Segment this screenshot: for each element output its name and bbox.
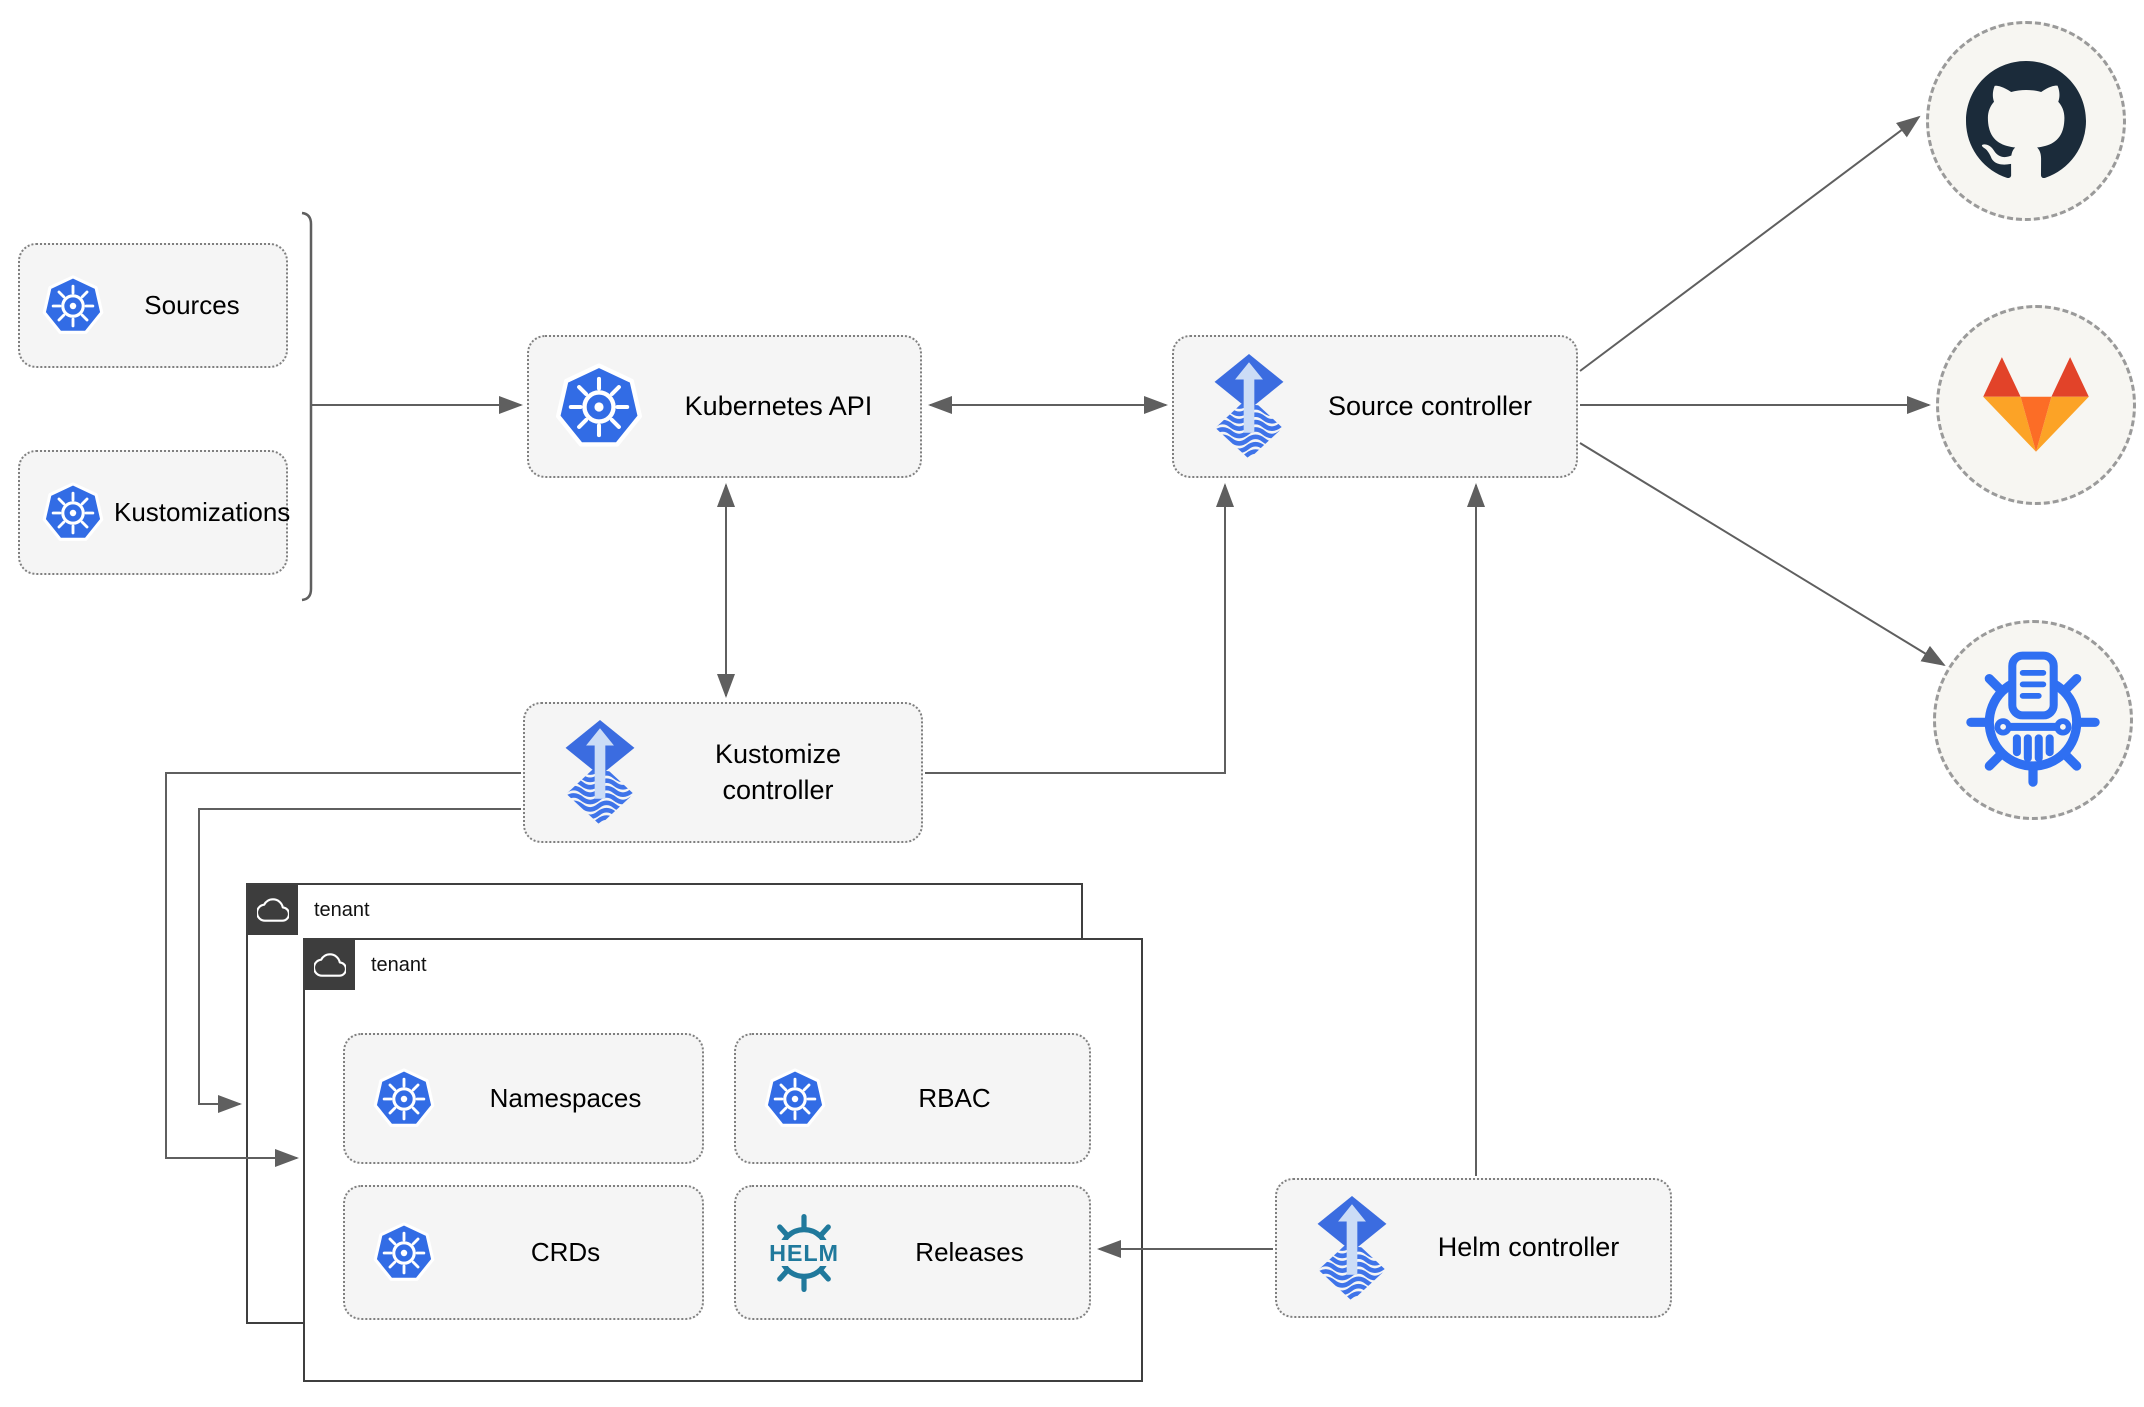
remote-chartmuseum — [1933, 620, 2133, 820]
helm-icon: HELM — [752, 1209, 856, 1297]
node-kubernetes-api: Kubernetes API — [527, 335, 922, 478]
remote-github — [1926, 21, 2126, 221]
node-label: Sources — [144, 289, 240, 320]
tenant-inner-label: tenant — [371, 953, 427, 976]
node-source-controller: Source controller — [1172, 335, 1578, 478]
node-sources: Sources — [18, 243, 288, 368]
node-kustomizations: Kustomizations — [18, 450, 290, 575]
node-label: Kubernetes API — [684, 390, 873, 421]
tenant-tab — [248, 885, 298, 935]
remote-gitlab — [1936, 305, 2136, 505]
node-crds: CRDs — [343, 1185, 704, 1320]
node-rbac: RBAC — [734, 1033, 1091, 1164]
node-label: CRDs — [530, 1236, 601, 1267]
edge-kustomizectrl-sourcectrl — [925, 483, 1234, 774]
kubernetes-icon — [373, 1222, 435, 1284]
cloud-icon — [314, 949, 346, 981]
tenant-tab — [305, 940, 355, 990]
gitlab-icon — [1981, 357, 2091, 454]
edge-sourcectrl-chartmuseum — [1579, 442, 1946, 667]
node-label: Kustomizations — [114, 496, 291, 527]
chartmuseum-icon — [1964, 651, 2102, 789]
node-label: RBAC — [918, 1082, 991, 1113]
github-icon — [1966, 61, 2086, 181]
kubernetes-icon — [42, 482, 104, 544]
cloud-icon — [257, 894, 289, 926]
node-label: Source controller — [1327, 390, 1533, 421]
node-namespaces: Namespaces — [343, 1033, 704, 1164]
flux-icon — [1208, 354, 1290, 459]
kubernetes-icon — [555, 363, 643, 451]
node-label: Namespaces — [489, 1082, 642, 1113]
node-label: Releases — [915, 1236, 1024, 1267]
tenant-outer-label: tenant — [314, 898, 370, 921]
kubernetes-icon — [764, 1068, 826, 1130]
edge-bracket — [301, 211, 313, 602]
node-label: Helm controller — [1437, 1232, 1620, 1263]
tenant-inner-header: tenant — [305, 940, 427, 990]
node-releases: HELM Releases — [734, 1185, 1091, 1320]
flux-icon — [559, 720, 641, 825]
kubernetes-icon — [42, 275, 104, 337]
flux-icon — [1311, 1196, 1393, 1301]
edge-sourcectrl-github — [1579, 115, 1921, 372]
tenant-outer-header: tenant — [248, 885, 370, 935]
helm-wordmark: HELM — [769, 1240, 839, 1266]
node-label: Kustomize controller — [714, 739, 842, 805]
kubernetes-icon — [373, 1068, 435, 1130]
node-kustomize-controller: Kustomize controller — [523, 702, 923, 843]
node-helm-controller: Helm controller — [1275, 1178, 1672, 1318]
